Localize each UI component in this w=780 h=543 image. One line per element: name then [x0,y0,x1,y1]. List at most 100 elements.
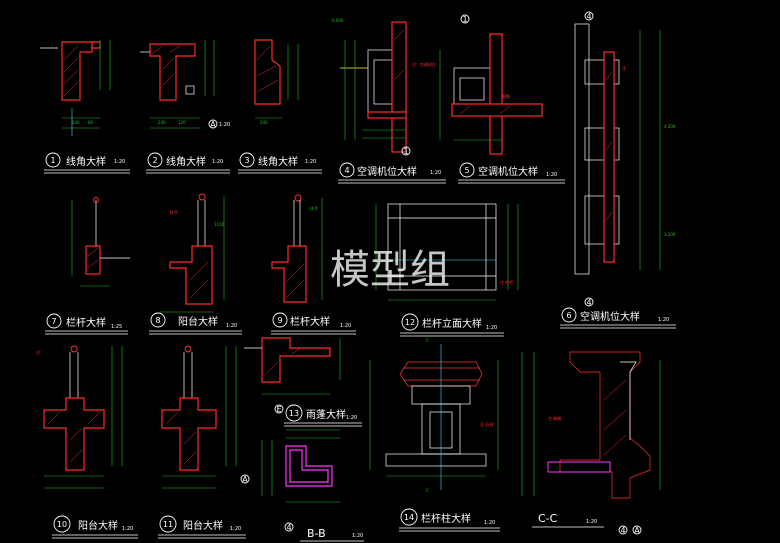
svg-text:14: 14 [404,513,414,522]
svg-text:空调机位大样: 空调机位大样 [478,165,538,178]
axis-marker-1-a: 1 [403,147,408,156]
svg-text:11: 11 [163,520,173,529]
detail-3-drawing: 240 [254,39,299,125]
svg-text:1:20: 1:20 [122,526,133,532]
svg-text:1:20: 1:20 [219,122,230,128]
title-detail-4: 4 空调机位大样 1:20 [338,162,446,184]
title-detail-13: 13 雨蓬大样 1:20 [284,404,362,427]
svg-text:注 栏杆: 注 栏杆 [500,279,513,285]
svg-text:阳台大样: 阳台大样 [183,519,223,532]
svg-text:9: 9 [277,316,282,325]
svg-text:栏杆大样: 栏杆大样 [66,316,106,329]
svg-text:1.200: 1.200 [664,232,676,237]
axis-marker-A-1-label: A [210,120,216,129]
title-section-bb: B-B 1:20 [300,527,364,542]
svg-text:120: 120 [178,120,186,125]
title-detail-11: 11 阳台大样 1:20 [158,515,246,539]
svg-text:1:20: 1:20 [658,317,669,323]
detail-12-drawing: 注 栏杆 [375,203,519,301]
title-detail-3: 3 线角大样 1:20 [238,152,322,174]
detail-4-drawing: 0.000 注：空调机位 1 [332,18,436,156]
axis-marker-1-b: 1 [462,15,467,24]
svg-text:注 石材: 注 石材 [480,421,493,427]
svg-text:线角大样: 线角大样 [66,155,106,168]
svg-text:空调机位大样: 空调机位大样 [580,310,640,323]
title-detail-5: 5 空调机位大样 1:20 [458,162,565,184]
svg-text:4.200: 4.200 [664,124,676,129]
svg-text:栏杆立面大样: 栏杆立面大样 [422,317,482,330]
axis-marker-4-b: 4 [586,298,591,307]
svg-text:1:20: 1:20 [484,520,495,526]
axis-marker-A-3: A [634,526,640,535]
svg-text:1:20: 1:20 [114,159,125,165]
svg-text:阳台大样: 阳台大样 [178,315,218,328]
svg-text:240: 240 [260,120,268,125]
svg-text:0.000: 0.000 [332,18,344,23]
svg-text:栏杆大样: 栏杆大样 [290,315,330,328]
svg-text:1:20: 1:20 [340,323,351,329]
svg-text:240: 240 [72,120,80,125]
axis-marker-A-2: A [242,475,248,484]
title-detail-14: 14 栏杆柱大样 1:20 [399,508,500,532]
detail-5-drawing: 钢筋 1 [439,14,543,155]
axis-marker-A-1: A 1:20 [208,119,230,129]
detail-9-drawing: 扶手 [271,194,323,303]
detail-7-drawing [71,197,130,287]
detail-10-drawing: 注 [36,345,123,489]
svg-text:注: 注 [36,349,40,355]
detail-6-drawing: 4.200 1.200 注 4 4 [574,11,676,307]
svg-text:1:20: 1:20 [346,415,357,421]
svg-text:240: 240 [158,120,166,125]
detail-1-drawing: 240 60 [40,40,111,136]
svg-text:1:20: 1:20 [212,159,223,165]
watermark-text: 模型组 [330,247,450,293]
svg-text:4: 4 [344,166,349,175]
detail-11-drawing [161,345,237,489]
svg-text:10: 10 [57,520,67,529]
section-cc-drawing: 注 粉刷 4 A [521,351,661,535]
svg-text:空调机位大样: 空调机位大样 [357,165,417,178]
axis-marker-E: E [276,405,281,414]
title-detail-12: 12 栏杆立面大样 1:20 [400,313,504,337]
svg-text:扶手: 扶手 [170,209,178,215]
detail-13-drawing: E [244,337,341,414]
svg-text:1:20: 1:20 [352,533,363,539]
svg-text:雨蓬大样: 雨蓬大样 [306,408,346,421]
svg-text:B-B: B-B [307,527,326,540]
svg-text:注: 注 [622,65,626,71]
title-detail-6: 6 空调机位大样 1:20 [560,307,676,329]
svg-text:钢筋: 钢筋 [502,93,510,99]
svg-text:1:20: 1:20 [486,325,497,331]
detail-2-drawing: 240 120 [140,40,215,129]
axis-marker-4-c: 4 [286,523,291,532]
svg-text:注 粉刷: 注 粉刷 [548,415,561,421]
title-detail-9: 9 栏杆大样 1:20 [271,312,356,335]
svg-text:C-C: C-C [538,512,558,525]
svg-text:12: 12 [405,318,415,327]
svg-text:7: 7 [51,317,56,326]
title-section-cc: C-C 1:20 [532,512,604,528]
detail-14-drawing: 注 石材 C C [369,338,499,493]
title-detail-7: 7 栏杆大样 1:25 [45,313,128,335]
title-detail-8: 8 阳台大样 1:20 [149,312,242,335]
svg-text:60: 60 [88,120,94,125]
svg-text:1: 1 [50,156,55,165]
title-detail-10: 10 阳台大样 1:20 [52,515,138,539]
svg-text:5: 5 [464,166,469,175]
svg-text:1100: 1100 [214,222,225,227]
axis-marker-4-d: 4 [620,526,625,535]
svg-text:注：空调机位: 注：空调机位 [412,61,436,67]
title-detail-2: 2 线角大样 1:20 [146,152,230,174]
svg-text:1:20: 1:20 [305,159,316,165]
svg-text:栏杆柱大样: 栏杆柱大样 [421,512,471,525]
svg-text:3: 3 [244,156,249,165]
axis-marker-4-a: 4 [586,12,591,21]
svg-text:线角大样: 线角大样 [258,155,298,168]
svg-text:6: 6 [566,311,571,320]
svg-text:8: 8 [155,316,160,325]
svg-text:13: 13 [289,409,299,418]
detail-8-drawing: 1100 扶手 [160,193,225,313]
section-bb-drawing: A 4 [240,429,340,532]
svg-text:线角大样: 线角大样 [166,155,206,168]
